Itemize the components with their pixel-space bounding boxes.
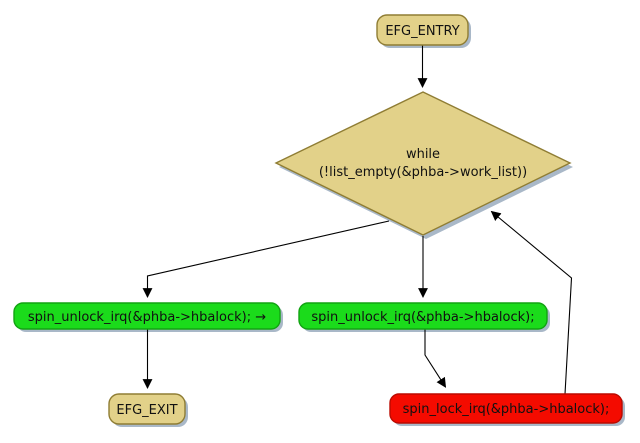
- node-spin-unlock-exit-path: spin_unlock_irq(&phba->hbalock); →: [13, 302, 281, 330]
- exit-node-label: EFG_EXIT: [116, 403, 177, 418]
- unlock-exit-node-shape: [13, 302, 281, 330]
- entry-node-label: EFG_ENTRY: [385, 24, 459, 39]
- lock-node-label: spin_lock_irq(&phba->hbalock);: [403, 402, 610, 417]
- unlock-body-node-shape: [298, 302, 548, 330]
- node-while-condition: while (!list_empty(&phba->work_list)): [274, 91, 572, 236]
- edge-unlock-body-to-lock: [424, 329, 447, 388]
- unlock-exit-node-label: spin_unlock_irq(&phba->hbalock); →: [28, 310, 266, 325]
- shadows: [17, 18, 625, 427]
- while-node-label-line1: while: [406, 147, 440, 162]
- entry-node-shape: [376, 14, 469, 46]
- node-spin-unlock-loop-body: spin_unlock_irq(&phba->hbalock);: [298, 302, 548, 330]
- lock-node-shape: [389, 393, 623, 424]
- node-efg-exit: EFG_EXIT: [108, 393, 186, 425]
- edge-lock-back-to-while: [490, 210, 573, 395]
- while-node-shape: [274, 91, 572, 236]
- node-efg-entry: EFG_ENTRY: [376, 14, 469, 46]
- edge-while-to-unlock-exit: [142, 220, 390, 298]
- while-node-label-line2: (!list_empty(&phba->work_list)): [319, 165, 527, 180]
- nodes: EFG_ENTRY while (!list_empty(&phba->work…: [13, 14, 623, 425]
- exit-node-shape: [108, 393, 186, 425]
- node-spin-lock-loop-back: spin_lock_irq(&phba->hbalock);: [389, 393, 623, 424]
- edges: [142, 45, 573, 395]
- unlock-body-node-label: spin_unlock_irq(&phba->hbalock);: [311, 310, 534, 325]
